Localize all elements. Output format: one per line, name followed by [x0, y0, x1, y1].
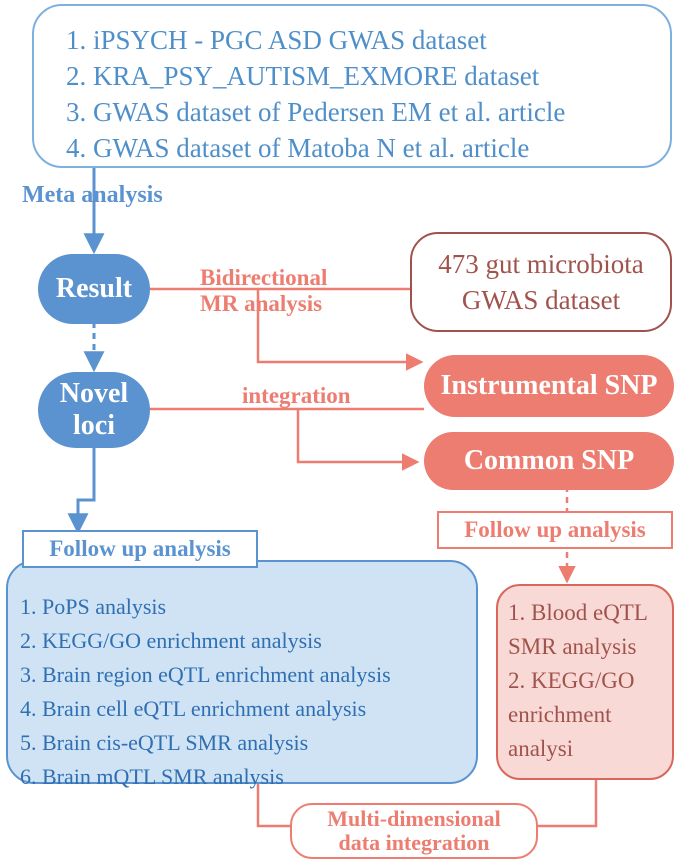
right-analysis-item: SMR analysis [508, 634, 637, 659]
gut-microbiota-box: 473 gut microbiota GWAS dataset [410, 232, 672, 332]
left-analysis-item: 2. KEGG/GO enrichment analysis [20, 628, 322, 653]
follow-up-right-label: Follow up analysis [437, 511, 673, 549]
common-snp-label: Common SNP [463, 445, 635, 476]
right-analysis-item: analysi [508, 736, 574, 761]
follow-up-right-text: Follow up analysis [464, 517, 646, 542]
left-analysis-item: 3. Brain region eQTL enrichment analysis [20, 662, 391, 687]
follow-up-left-label: Follow up analysis [22, 530, 258, 568]
novel-loci-label: Novel [59, 378, 129, 409]
common-snp-node: Common SNP [424, 432, 674, 490]
multi-dimensional-line: data integration [338, 830, 490, 855]
follow-up-left-text: Follow up analysis [49, 536, 231, 561]
right-analysis-item: 2. KEGG/GO [508, 668, 635, 693]
dataset-item: 1. iPSYCH - PGC ASD GWAS dataset [66, 25, 487, 55]
dataset-item: 4. GWAS dataset of Matoba N et al. artic… [66, 133, 530, 163]
left-analysis-item: 1. PoPS analysis [20, 594, 167, 619]
result-label: Result [55, 273, 133, 304]
meta-analysis-label: Meta analysis [22, 182, 163, 208]
left-analysis-item: 6. Brain mQTL SMR analysis [20, 764, 284, 789]
arrow-novel-loci-to-follow-up [67, 446, 96, 535]
multi-dimensional-line: Multi-dimensional [327, 806, 501, 831]
multi-dimensional-box: Multi-dimensional data integration [290, 803, 538, 859]
dataset-item: 3. GWAS dataset of Pedersen EM et al. ar… [66, 97, 566, 127]
gut-line: GWAS dataset [461, 285, 621, 315]
right-analysis-item: enrichment [508, 702, 612, 727]
instrumental-snp-label: Instrumental SNP [440, 370, 658, 401]
left-analyses-panel: 1. PoPS analysis 2. KEGG/GO enrichment a… [6, 560, 478, 789]
right-analysis-item: 1. Blood eQTL [508, 600, 648, 625]
right-analyses-panel: 1. Blood eQTL SMR analysis 2. KEGG/GO en… [496, 584, 674, 780]
result-node: Result [38, 254, 150, 324]
instrumental-snp-node: Instrumental SNP [424, 355, 674, 417]
arrow-mr-to-instrumental [256, 289, 424, 371]
bidirectional-line: Bidirectional [200, 265, 328, 290]
novel-loci-label: loci [73, 410, 115, 441]
gut-line: 473 gut microbiota [438, 249, 644, 279]
line-right-panel-to-multi [538, 780, 598, 828]
integration-label: integration [242, 383, 351, 408]
left-analysis-item: 5. Brain cis-eQTL SMR analysis [20, 730, 309, 755]
novel-loci-node: Novel loci [38, 372, 150, 448]
line-left-panel-to-multi [256, 784, 290, 828]
left-analysis-item: 4. Brain cell eQTL enrichment analysis [20, 696, 367, 721]
bidirectional-mr-label: Bidirectional MR analysis [200, 265, 327, 317]
dataset-item: 2. KRA_PSY_AUTISM_EXMORE dataset [66, 61, 540, 91]
arrow-integration-to-common [296, 409, 420, 471]
mr-analysis-line: MR analysis [200, 291, 323, 316]
datasets-box: 1. iPSYCH - PGC ASD GWAS dataset 2. KRA_… [32, 4, 672, 168]
